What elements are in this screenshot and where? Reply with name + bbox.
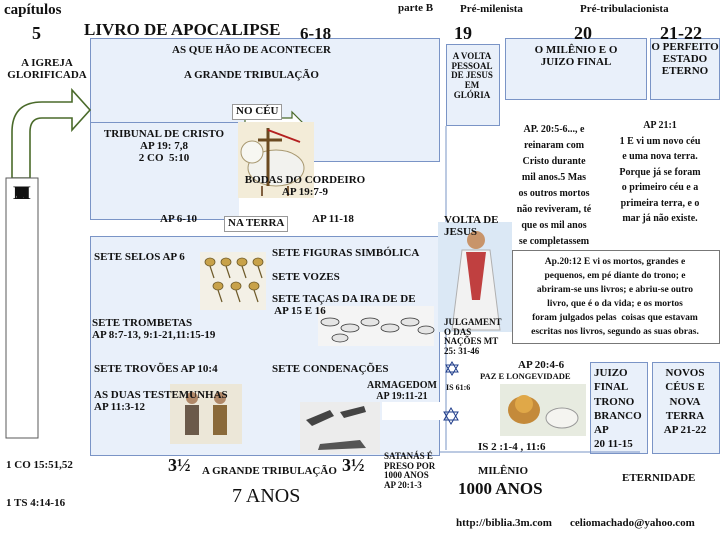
ap21-quote: AP 21:1 1 E vi um novo céu e uma nova te… [604,118,716,227]
mil-anos-label: 1000 ANOS [458,480,543,498]
pre-tribulacionista-label: Pré-tribulacionista [580,4,669,16]
igreja-glorificada: A IGREJA GLORIFICADA [2,58,92,82]
milenio-label: MILÊNIO [478,466,528,478]
ref-1co: 1 CO 15:51,52 [6,460,73,472]
chapter-range: 6-18 [300,25,331,43]
julgamento-text: JULGAMENT O DAS NAÇÕES MT 25: 31-46 [444,318,502,357]
is616-label: IS 61:6 [446,384,470,393]
na-terra-label: NA TERRA [224,216,288,232]
page-title: LIVRO DE APOCALIPSE [84,21,280,39]
volta-de-jesus: VOLTA DE JESUS [444,215,499,239]
rapture-arrow [12,90,90,178]
chapter-19: 19 [454,24,472,43]
juizo-final-text: JUIZO FINAL TRONO BRANCO AP 20 11-15 [594,366,642,452]
volta-pessoal: A VOLTA PESSOAL DE JESUS EM GLÓRIA [446,52,498,101]
lion-lamb-image [500,384,586,436]
half-left: 3½ [168,456,191,475]
paz-label: PAZ E LONGEVIDADE [480,372,571,381]
sete-trombetas: SETE TROMBETAS AP 8:7-13, 9:1-21,11:15-1… [92,318,215,342]
sete-trovoes: SETE TROVÕES AP 10:4 [94,364,218,376]
pre-milenista-label: Pré-milenista [460,4,523,16]
perfeito-estado: O PERFEITO ESTADO ETERNO [650,42,720,78]
tribunal-text: TRIBUNAL DE CRISTO AP 19: 7,8 2 CO 5:10 [94,129,234,165]
seals-image [200,252,266,310]
ap2012-text: Ap.20:12 E vi os mortos, grandes e peque… [512,255,718,339]
gt-bottom: A GRANDE TRIBULAÇÃO [202,466,337,478]
ap11-label: AP 11-18 [312,214,354,226]
novos-ceus-text: NOVOS CÉUS E NOVA TERRA AP 21-22 [654,366,716,437]
satan-image [382,402,442,420]
armagedom-image [300,402,380,454]
sete-condenacoes: SETE CONDENAÇÕES [272,364,388,376]
ap20-quote: AP. 20:5-6..., e reinaram com Cristo dur… [506,122,602,250]
sete-tacas: SETE TAÇAS DA IRA DE DE AP 15 E 16 [272,294,416,318]
ref-1ts: 1 TS 4:14-16 [6,498,65,510]
sete-selos: SETE SELOS AP 6 [94,252,185,264]
no-ceu-label: NO CÉU [232,104,282,120]
arrebatamento-column [6,178,38,438]
satanas-text: SATANÁS É PRESO POR 1000 ANOS AP 20:1-3 [384,452,435,491]
chapter-20: 20 [574,24,592,43]
parte-label: parte B [398,3,433,15]
grande-tribulacao-heading: A GRANDE TRIBULAÇÃO [184,70,319,82]
sete-anos: 7 ANOS [232,486,300,508]
capitulos-label: capítulos [4,2,62,18]
eternidade-label: ETERNIDADE [622,473,695,485]
bodas-text: BODAS DO CORDEIRO AP 19:7-9 [240,175,370,199]
ap6-label: AP 6-10 [160,214,197,226]
que-hao-heading: AS QUE HÃO DE ACONTECER [172,45,331,57]
milenio-juizo: O MILÊNIO E O JUIZO FINAL [506,45,646,69]
duas-testemunhas: AS DUAS TESTEMUNHAS AP 11:3-12 [94,390,228,414]
sete-vozes: SETE VOZES [272,272,340,284]
armagedom-text: ARMAGEDOM AP 19:11-21 [362,381,442,403]
email-link[interactable]: celiomachado@yahoo.com [570,518,695,530]
is2-label: IS 2 :1-4 , 11:6 [478,442,546,454]
chapter-5: 5 [32,24,41,43]
half-right: 3½ [342,456,365,475]
sete-figuras: SETE FIGURAS SIMBÓLICA [272,248,419,260]
site-link[interactable]: http://biblia.3m.com [456,518,552,530]
